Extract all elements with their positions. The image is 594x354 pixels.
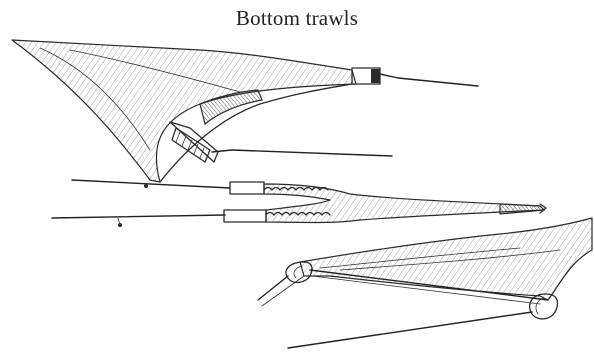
middle-trawl-upper-board	[230, 182, 264, 194]
top-trawl-lower-block	[172, 128, 210, 162]
top-trawl-warp	[398, 78, 478, 86]
beam-trawl-left-warp	[258, 276, 288, 300]
top-trawl	[12, 40, 478, 182]
beam-trawl-right-warp	[288, 312, 532, 348]
middle-trawl-lower-board	[224, 210, 266, 222]
middle-trawl	[52, 180, 546, 227]
beam-trawl	[258, 218, 592, 348]
middle-trawl-lower-warp	[52, 215, 225, 218]
top-trawl-net	[12, 40, 356, 182]
top-trawl-lower-warp	[232, 150, 392, 156]
middle-trawl-net	[264, 184, 544, 223]
middle-trawl-upper-warp	[72, 180, 230, 188]
